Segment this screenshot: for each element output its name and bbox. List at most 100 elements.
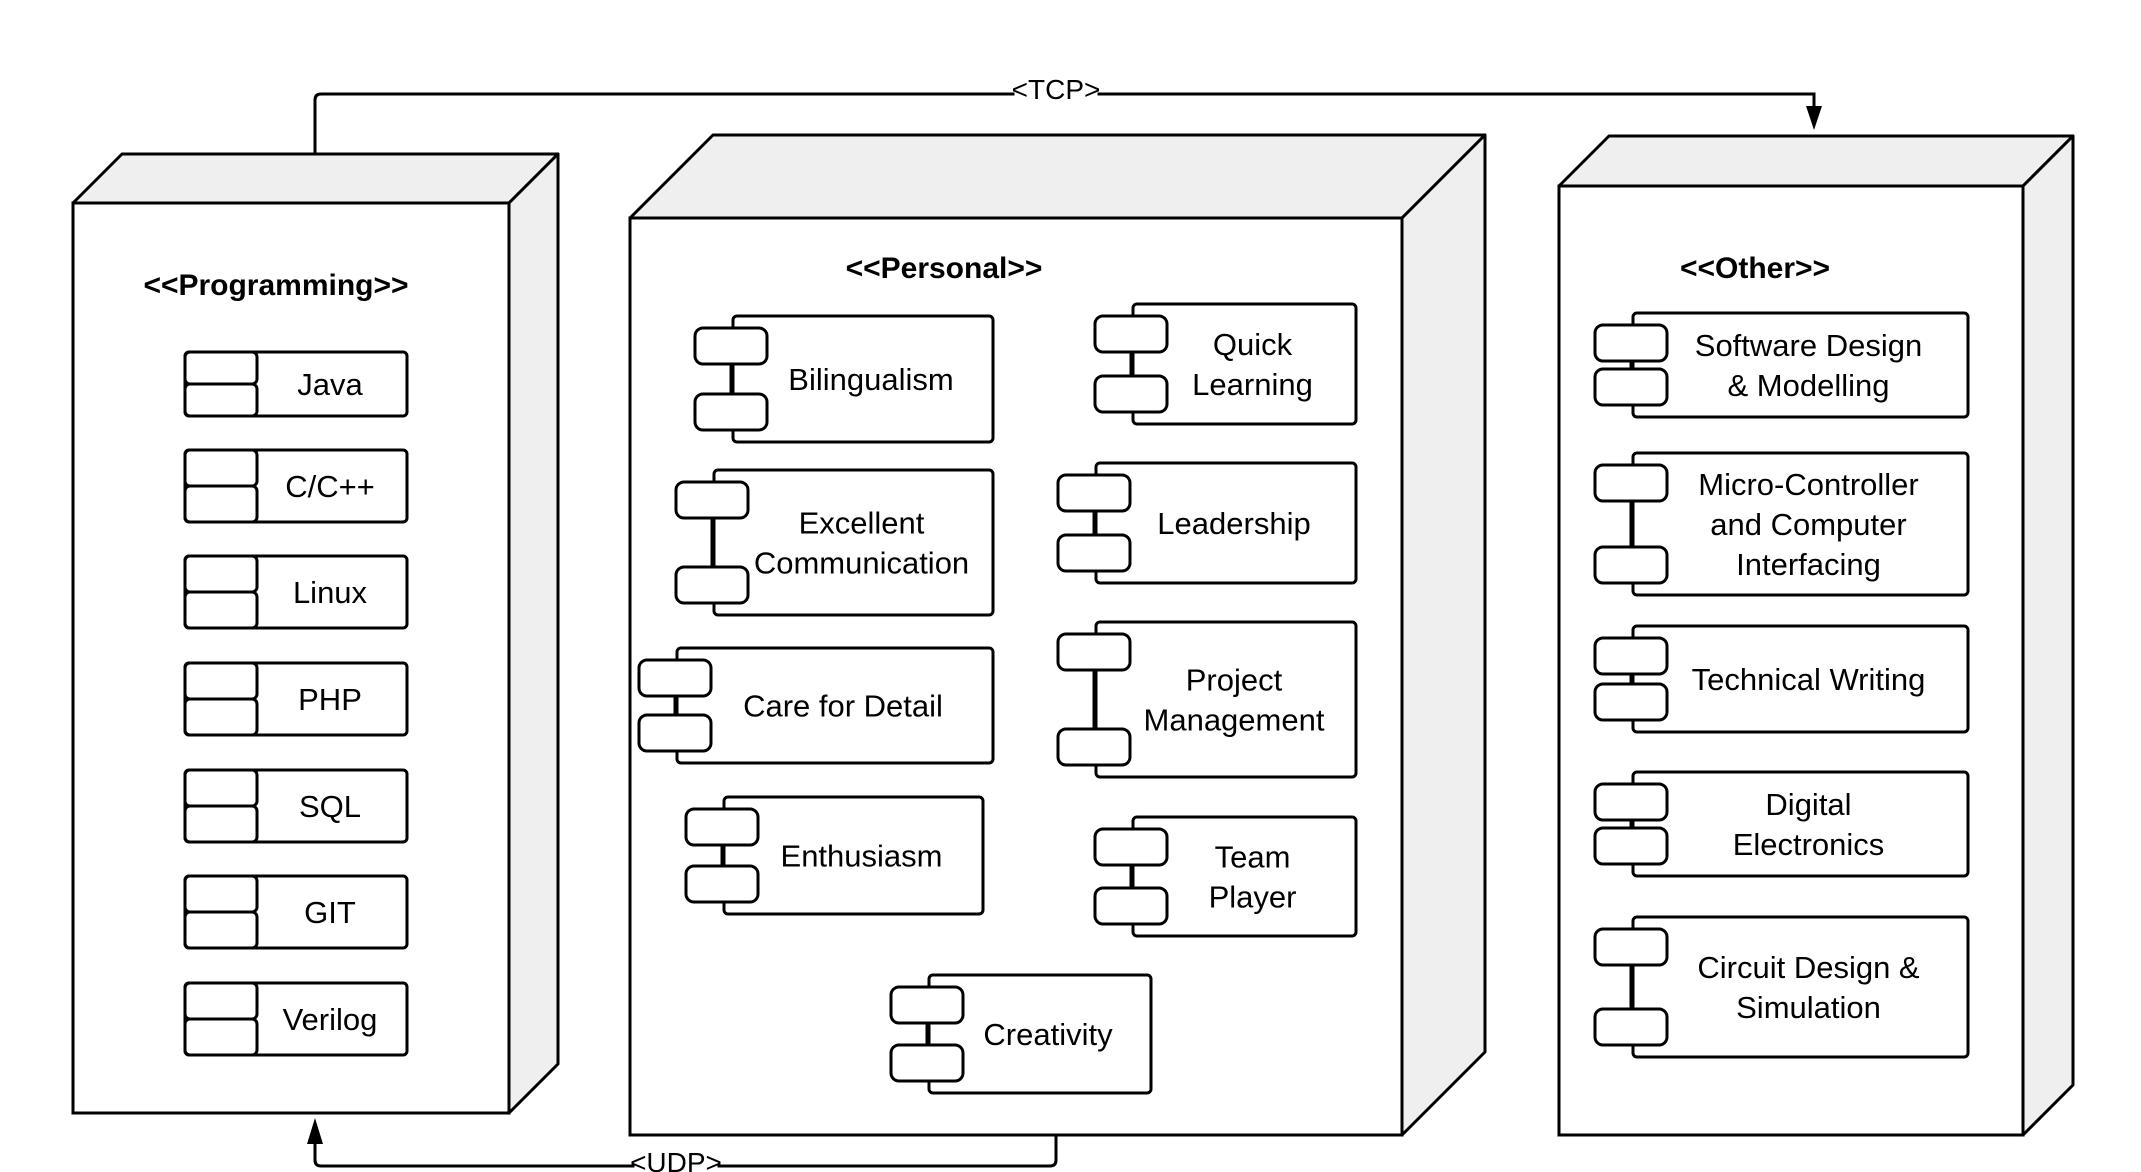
component-personal-3: Leadership (1056, 461, 1358, 585)
component-other-4: Circuit Design &Simulation (1593, 915, 1970, 1059)
component-label: PHP (298, 682, 362, 717)
connector-tcp (313, 92, 1822, 154)
component-tab (1093, 827, 1169, 867)
component-tab (1093, 886, 1169, 926)
component-label: Verilog (283, 1002, 378, 1037)
component-label: Bilingualism (788, 362, 953, 397)
component-box (675, 646, 995, 765)
component-tab (183, 804, 259, 844)
component-tab (183, 874, 259, 914)
component-tab (1593, 463, 1669, 503)
component-programming-1: C/C++ (183, 448, 409, 524)
component-label: Technical Writing (1692, 662, 1926, 697)
component-tab (1056, 632, 1132, 672)
component-label: Linux (293, 575, 368, 610)
component-tab (693, 392, 769, 432)
component-label: GIT (304, 895, 356, 930)
component-tab (1056, 473, 1132, 513)
component-tab (183, 768, 259, 808)
node-stereotype: <<Other>> (1680, 252, 1830, 285)
component-tab (183, 484, 259, 524)
component-label: Leadership (1157, 506, 1310, 541)
node-stereotype: <<Personal>> (846, 252, 1043, 285)
node-top-face (628, 133, 1487, 220)
component-tab (1593, 782, 1669, 822)
component-tab (1093, 314, 1169, 354)
component-box (722, 795, 985, 916)
component-tab (637, 713, 713, 753)
component-personal-6: Enthusiasm (684, 795, 985, 916)
component-programming-0: Java (183, 350, 409, 418)
svg-text:<TCP>: <TCP> (1012, 74, 1101, 105)
component-label: Circuit Design &Simulation (1697, 950, 1920, 1025)
component-box (927, 973, 1153, 1095)
component-tab (183, 981, 259, 1021)
component-label: SQL (299, 789, 361, 824)
node-top-face (1557, 134, 2075, 188)
node-side-face (2021, 134, 2075, 1137)
node-other: <<Other>> Software Design& ModellingMicro… (1557, 134, 2075, 1137)
component-box (1131, 302, 1358, 426)
component-tab (183, 697, 259, 737)
component-tab (183, 1017, 259, 1057)
component-label: Care for Detail (743, 689, 943, 724)
component-other-2: Technical Writing (1593, 624, 1970, 734)
component-tab (1593, 826, 1669, 866)
component-tab (1593, 636, 1669, 676)
component-tab (1593, 367, 1669, 407)
component-box (1094, 620, 1358, 779)
component-tab (684, 864, 760, 904)
component-tab (1056, 727, 1132, 767)
component-tab (1056, 533, 1132, 573)
component-tab (637, 658, 713, 698)
component-box (1631, 451, 1970, 597)
node-side-face (507, 152, 560, 1115)
component-tab (183, 448, 259, 488)
node-top-face (71, 152, 560, 205)
component-tab (183, 661, 259, 701)
component-label: Java (297, 367, 363, 402)
node-programming: <<Programming>>JavaC/C++LinuxPHPSQLGITVe… (71, 152, 560, 1115)
component-tab (674, 480, 750, 520)
component-label: Creativity (983, 1017, 1113, 1052)
arrowhead-icon (307, 1118, 323, 1144)
component-programming-5: GIT (183, 874, 409, 950)
component-programming-4: SQL (183, 768, 409, 844)
node-front-face (71, 201, 511, 1115)
arrowhead-icon (1806, 106, 1822, 130)
component-tab (1593, 323, 1669, 363)
component-label: Software Design& Modelling (1695, 328, 1922, 403)
component-tab (183, 382, 259, 418)
component-tab (693, 326, 769, 366)
component-box (1631, 770, 1970, 878)
component-box (712, 468, 995, 617)
component-tab (183, 910, 259, 950)
component-box (1631, 915, 1970, 1059)
component-tab (674, 565, 750, 605)
component-box (1631, 624, 1970, 734)
svg-text:<UDP>: <UDP> (630, 1147, 722, 1172)
component-tab (1593, 682, 1669, 722)
component-other-0: Software Design& Modelling (1593, 311, 1970, 419)
component-box (1631, 311, 1970, 419)
component-personal-8: Creativity (889, 973, 1153, 1095)
component-tab (1593, 927, 1669, 967)
component-personal-4: Care for Detail (637, 646, 995, 765)
component-tab (1093, 374, 1169, 414)
component-programming-6: Verilog (183, 981, 409, 1057)
connector-udp-label: <UDP> (630, 1145, 722, 1172)
component-label: C/C++ (285, 469, 375, 504)
